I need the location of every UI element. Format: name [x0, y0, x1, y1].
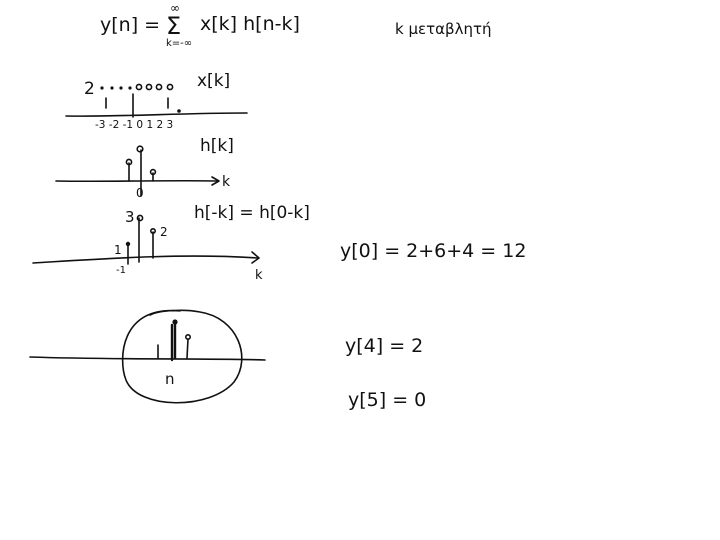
window-marker: [172, 319, 178, 325]
x-zero-sample-dot: [177, 109, 181, 113]
convolution-formula: y[n] = ∞ Σ k=-∞ x[k] h[n-k]: [100, 1, 300, 49]
window-marker: [185, 333, 192, 340]
h-reversed-right-value: 2: [160, 225, 168, 239]
summation-sign: Σ: [166, 12, 181, 40]
convolution-lhs: y[n] =: [100, 14, 160, 36]
x-sample-dot: [110, 86, 114, 90]
h-stem-marker: [149, 168, 157, 176]
results: y[0] = 2+6+4 = 12 y[4] = 2 y[5] = 0: [340, 240, 526, 411]
sum-lower-limit: k=-∞: [166, 38, 192, 49]
x-sample-dot: [100, 86, 104, 90]
x-sample-dot: [135, 83, 143, 91]
h-stem-marker: [136, 145, 144, 153]
h-origin-label: 0: [136, 186, 144, 200]
h-reversed-marker: [125, 241, 131, 247]
result-y4: y[4] = 2: [345, 335, 423, 357]
x-sample-dot: [166, 83, 174, 91]
h-reversed-left-tick: -1: [116, 265, 126, 276]
window-axis-line: [29, 356, 266, 361]
h-reversed-axis-line: [32, 255, 259, 264]
h-reversed-marker: [150, 228, 157, 235]
x-sample-dot: [128, 86, 132, 90]
h-axis-label: k: [222, 174, 231, 190]
x-sample-dot: [155, 83, 163, 91]
window-stem: [186, 338, 189, 359]
window-sketch: n: [29, 309, 266, 404]
x-signal-label: x[k]: [197, 71, 230, 91]
h-reversed-top-value: 3: [125, 208, 135, 226]
h-reversed-plot: 3 2 1 -1 k h[-k] = h[0-k]: [32, 203, 310, 283]
h-signal-plot: 0 k h[k]: [55, 136, 234, 200]
result-y5: y[5] = 0: [348, 389, 426, 411]
sum-upper-limit: ∞: [170, 1, 180, 15]
h-reversed-marker: [136, 214, 144, 222]
h-reversed-label: h[-k] = h[0-k]: [194, 203, 310, 223]
window-circle: [121, 309, 243, 404]
result-y0: y[0] = 2+6+4 = 12: [340, 240, 526, 262]
h-axis-arrow: [211, 176, 220, 186]
x-axis-line: [65, 112, 248, 117]
x-tick-labels: -3 -2 -1 0 1 2 3: [95, 119, 173, 131]
h-stem-marker: [125, 158, 133, 166]
h-reversed-axis-arrow: [251, 251, 260, 264]
h-axis-line: [55, 179, 219, 183]
x-sample-dot: [145, 83, 153, 91]
h-reversed-axis-label: k: [255, 268, 263, 283]
x-sample-dot: [119, 86, 123, 90]
window-n-label: n: [165, 370, 175, 388]
variable-note: k μεταβλητή: [395, 20, 492, 38]
h-reversed-left-value: 1: [114, 243, 122, 257]
x-amplitude-label: 2: [84, 79, 95, 99]
x-signal-plot: 2 -3 -2 -1 0 1 2 3 x[k]: [65, 71, 248, 131]
convolution-rhs: x[k] h[n-k]: [200, 13, 300, 35]
h-signal-label: h[k]: [200, 136, 234, 156]
